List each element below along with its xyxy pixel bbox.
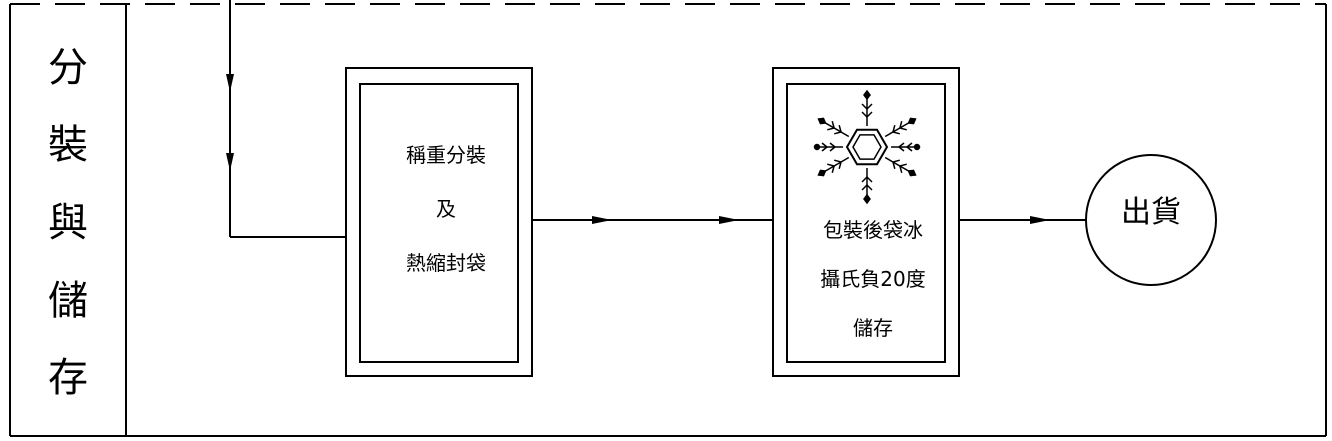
ship-label: 出貨: [1121, 195, 1181, 230]
pack-box-outer: [345, 67, 533, 377]
stage-label: 分 裝 與 儲 存: [10, 10, 126, 436]
stage-label-char: 裝: [48, 122, 88, 169]
pack-line: 及: [436, 197, 456, 221]
ship-node-circle: [1085, 154, 1217, 286]
arrowhead-right-2: [719, 216, 739, 224]
store-box-outer: [772, 67, 960, 377]
stage-label-char: 分: [48, 44, 88, 91]
stage-label-char: 與: [48, 199, 88, 246]
arrowhead-right-3: [1030, 216, 1050, 224]
pack-node-text: 稱重分裝 及 熱縮封袋: [360, 145, 532, 273]
pack-box-inner: [359, 83, 519, 363]
store-line: 攝氏負20度: [820, 267, 926, 291]
store-node-text: 包裝後袋冰 攝氏負20度 儲存: [787, 220, 959, 338]
pack-line: 稱重分裝: [406, 143, 486, 167]
store-line: 儲存: [853, 316, 893, 340]
arrowhead-down-2: [226, 153, 234, 171]
ship-node-label: 出貨: [1086, 198, 1216, 228]
snowflake-icon: [813, 89, 921, 204]
arrowhead-down-1: [226, 74, 234, 92]
pack-line: 熱縮封袋: [406, 251, 486, 275]
store-box-inner: [786, 83, 946, 363]
store-line: 包裝後袋冰: [823, 218, 923, 242]
stage-label-char: 存: [48, 355, 88, 402]
stage-label-char: 儲: [48, 277, 88, 324]
arrowhead-right-1: [592, 216, 612, 224]
